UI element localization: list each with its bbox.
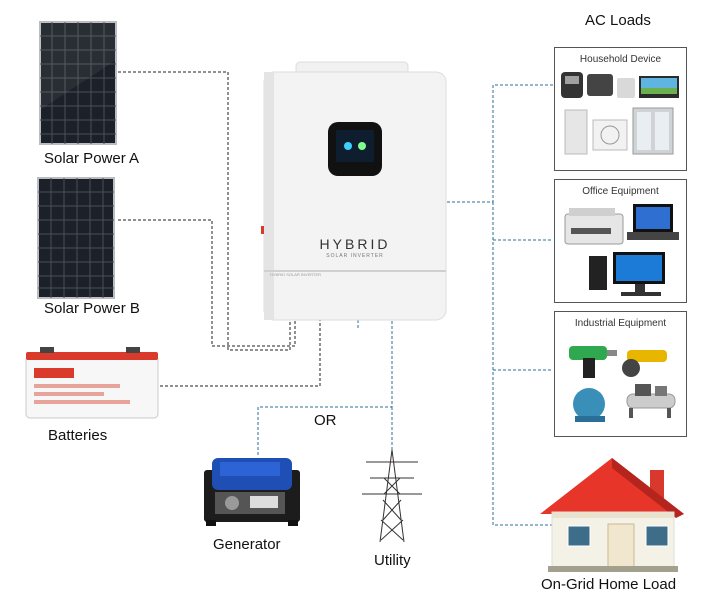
office-equipment-label: Office Equipment [582, 186, 659, 197]
load-bus-line [447, 84, 553, 203]
industrial-equipment-box: Industrial Equipment [554, 311, 687, 437]
battery-line [160, 320, 321, 387]
inverter-strip-text: HYBRID SOLAR INVERTER [270, 272, 322, 277]
household-appliances-icon [561, 72, 679, 155]
inverter-brand: HYBRID [319, 236, 391, 252]
inverter-subtitle: SOLAR INVERTER [326, 253, 384, 259]
on-grid-home-load-label: On-Grid Home Load [541, 576, 677, 593]
solar-power-a-label: Solar Power A [44, 150, 140, 167]
generator-line [257, 320, 393, 455]
household-device-label: Household Device [579, 54, 662, 65]
solar-power-b-label: Solar Power B [44, 300, 140, 317]
industrial-tools-icon [569, 346, 676, 422]
ac-loads-title: AC Loads [585, 12, 651, 29]
solar-b-line [118, 219, 296, 347]
office-equipment-box: Office Equipment [554, 179, 687, 303]
utility-label: Utility [374, 552, 411, 569]
solar-a-line [118, 71, 291, 351]
industrial-equipment-label: Industrial Equipment [574, 318, 667, 329]
office-devices-icon [564, 204, 679, 296]
batteries-label: Batteries [48, 427, 108, 444]
or-label: OR [314, 412, 337, 429]
household-device-box: Household Device [554, 47, 687, 171]
generator-label: Generator [213, 536, 281, 553]
